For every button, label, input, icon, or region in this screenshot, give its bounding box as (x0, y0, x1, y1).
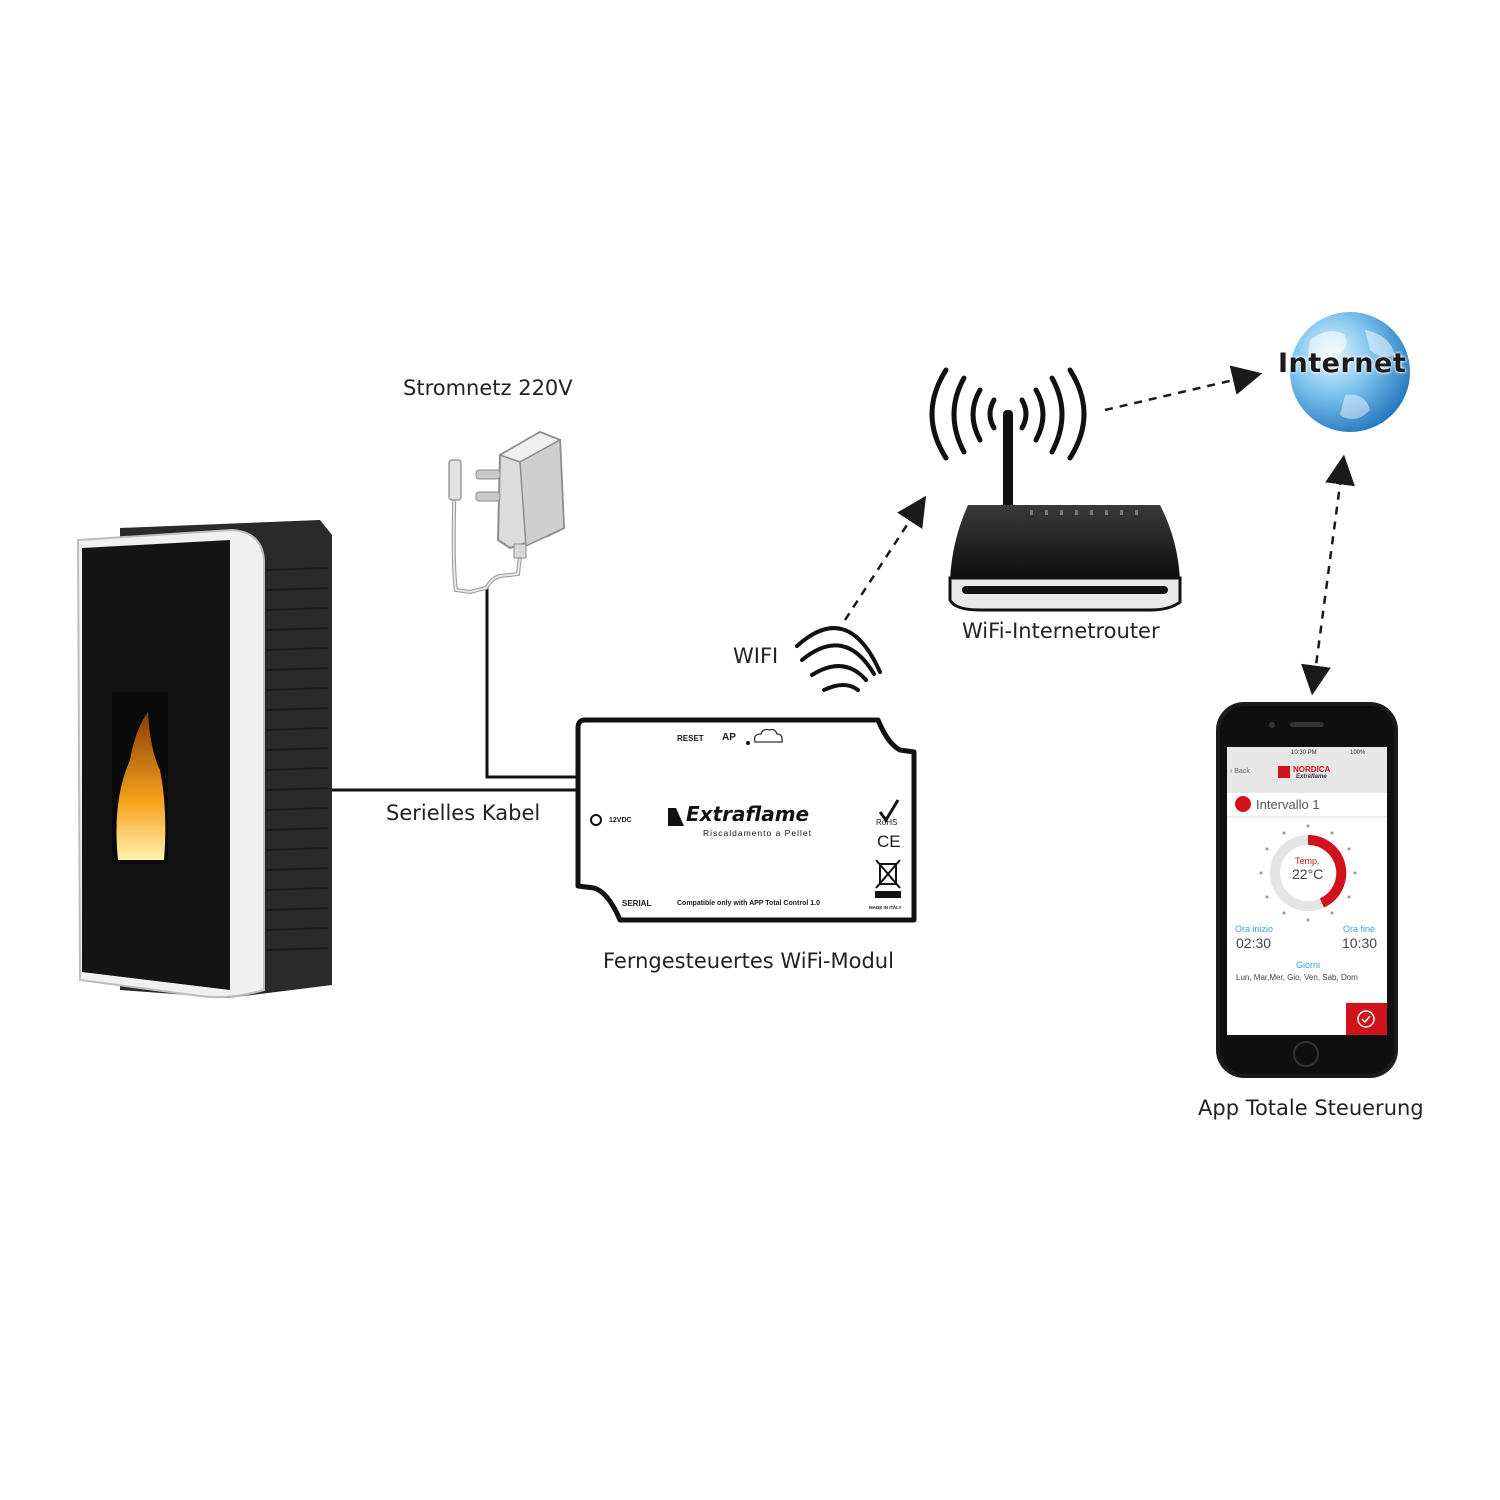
made-in-label: MADE IN ITALY (869, 905, 902, 910)
status-time: 10:30 PM (1291, 750, 1317, 756)
back-button[interactable]: ‹ Back (1230, 768, 1250, 775)
check-icon (878, 799, 900, 823)
days-label: Giorni (1296, 960, 1321, 970)
module-brand: Extraflame (686, 802, 810, 826)
interval-title: Intervallo 1 (1256, 797, 1320, 812)
router-label: WiFi-Internetrouter (962, 619, 1160, 643)
wifi-router (929, 367, 1182, 612)
power-cable (485, 588, 578, 779)
wifi-waves-icon (795, 626, 882, 692)
extraflame-logo-icon (668, 808, 684, 826)
nordica-logo-icon (1278, 766, 1290, 778)
arrow-module-to-router (843, 495, 927, 621)
serial-port-label: SERIAL (622, 899, 652, 908)
ce-mark: CE (877, 832, 901, 851)
home-button (1293, 1041, 1319, 1067)
reset-label: RESET (677, 734, 704, 743)
end-time-label: Ora fine (1343, 924, 1376, 934)
days-value[interactable]: Lun, Mar,Mer, Gio, Ven, Sab, Dom (1236, 973, 1358, 982)
smartphone (1216, 702, 1398, 1078)
logo-top: NORDICA (1293, 765, 1331, 774)
internet-globe-icon (1290, 312, 1410, 432)
wifi-label: WIFI (733, 644, 779, 668)
status-battery: 100% (1350, 750, 1366, 756)
ap-label: AP (722, 732, 736, 743)
temp-value: 22°C (1292, 866, 1324, 882)
power-adapter (448, 430, 566, 595)
arrow-router-to-internet (1104, 365, 1263, 412)
start-time-value[interactable]: 02:30 (1236, 935, 1272, 951)
app-label: App Totale Steuerung (1198, 1096, 1424, 1120)
wifi-module (575, 717, 917, 923)
cloud-icon (753, 728, 783, 743)
compat-note: Compatible only with APP Total Control 1… (677, 900, 820, 907)
internet-label: Internet (1278, 348, 1407, 379)
confirm-check-icon (1361, 1015, 1371, 1024)
pellet-stove (76, 520, 332, 999)
temp-label: Temp. (1295, 856, 1320, 866)
power-input-label: 12VDC (609, 817, 632, 824)
power-supply-label: Stromnetz 220V (403, 376, 573, 400)
chevron-left-icon: ‹ (1230, 768, 1233, 775)
module-label: Ferngesteuertes WiFi-Modul (603, 949, 894, 973)
module-brand-sub: Riscaldamento a Pellet (703, 828, 812, 838)
end-time-value[interactable]: 10:30 (1342, 935, 1378, 951)
rohs-mark: RoHS (876, 818, 898, 827)
logo-bottom: Extraflame (1296, 774, 1327, 780)
weee-bin-icon (875, 859, 901, 898)
arrow-internet-phone (1301, 454, 1355, 696)
serial-cable-label: Serielles Kabel (386, 801, 541, 825)
start-time-label: Ora inizio (1235, 924, 1274, 934)
